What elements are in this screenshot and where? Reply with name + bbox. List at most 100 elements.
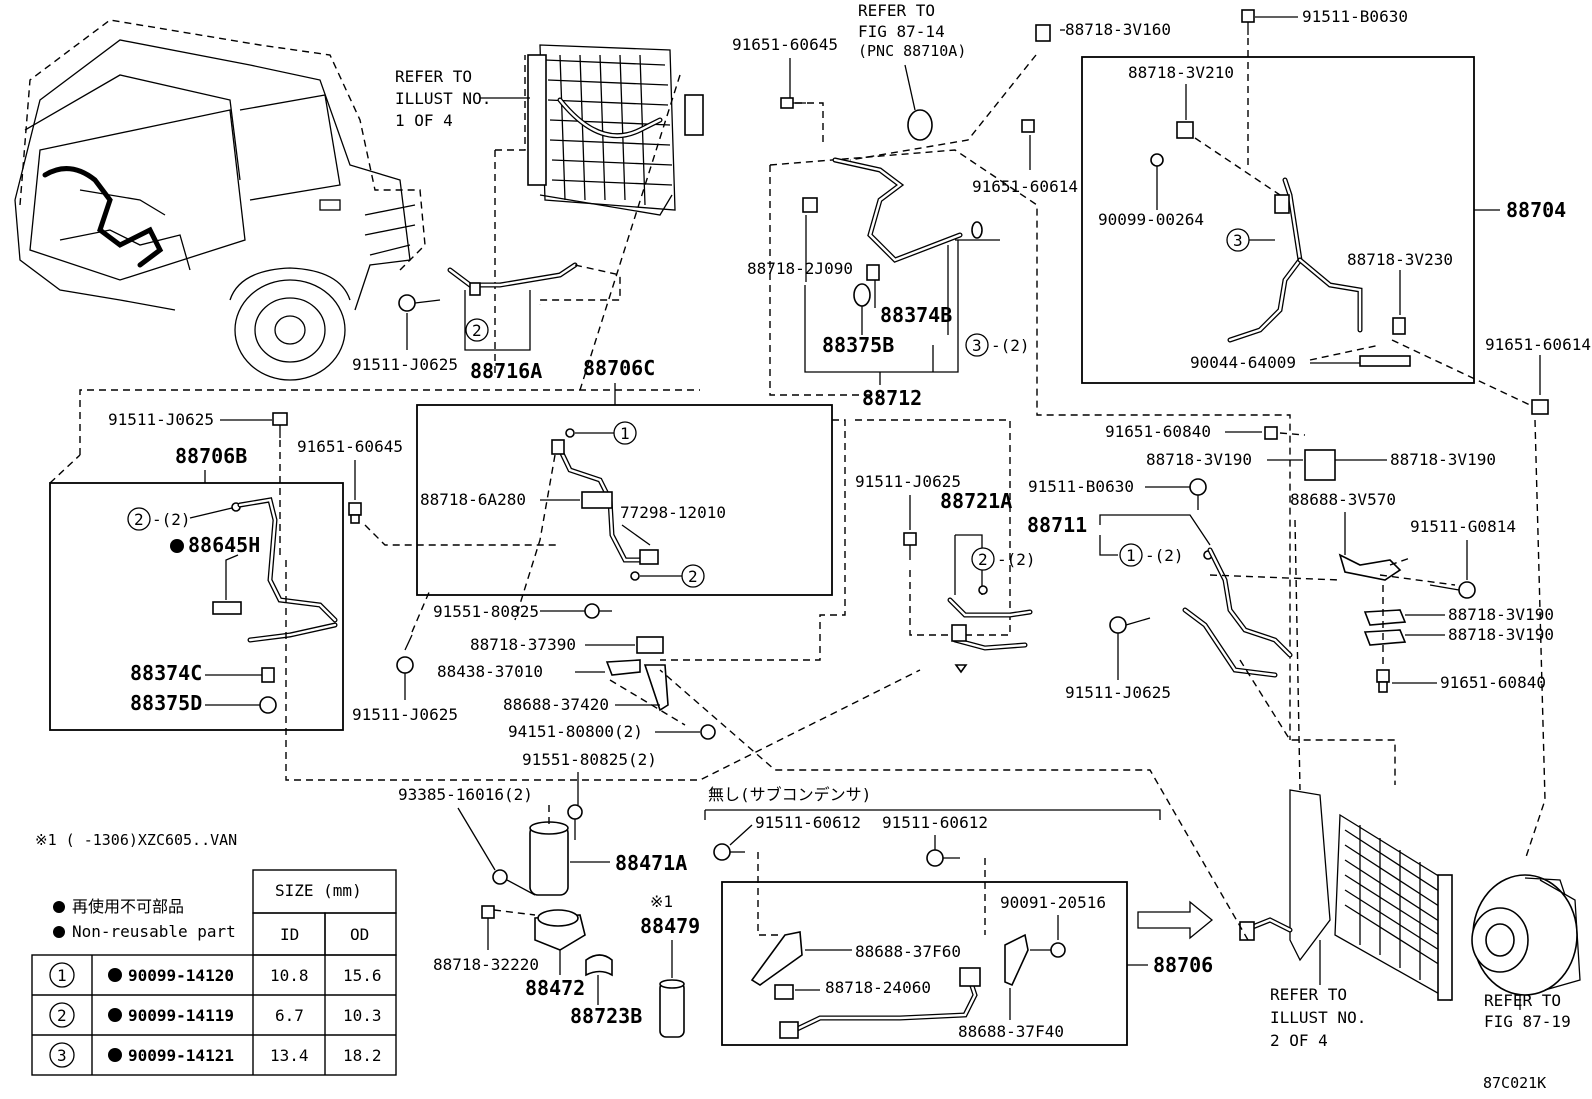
label-88718-2J090: 88718-2J090 xyxy=(747,259,853,278)
legend-row-2-ref: 2 xyxy=(57,1006,67,1025)
clamp-icon xyxy=(1176,121,1194,139)
label-88716A: 88716A xyxy=(470,359,542,383)
label-88688-3V570: 88688-3V570 xyxy=(1290,490,1396,509)
legend-row-1-part: 90099-14120 xyxy=(128,966,234,985)
note-1: ※1 ( -1306)XZC605..VAN xyxy=(35,831,237,849)
bracket-icon xyxy=(534,909,586,951)
bolt-icon xyxy=(272,412,288,438)
callout-3b: 3 xyxy=(972,336,982,355)
clamp-icon xyxy=(774,984,794,1000)
bolt-icon xyxy=(713,843,745,861)
condenser-assembly-illustration xyxy=(527,44,704,216)
legend-size-header: SIZE (mm) xyxy=(275,881,362,900)
label-88711: 88711 xyxy=(1027,513,1087,537)
bolt-icon xyxy=(1109,616,1151,634)
label-refer-fig-87-19-line2: FIG 87-19 xyxy=(1484,1012,1571,1031)
bolt-icon xyxy=(567,804,583,840)
label-91551-80825-2: 91551-80825(2) xyxy=(522,750,657,769)
callout-2c: 2 xyxy=(134,510,144,529)
label-88704: 88704 xyxy=(1506,198,1566,222)
label-88718-3V210: 88718-3V210 xyxy=(1128,63,1234,82)
label-refer-fig-87-19: REFER TO xyxy=(1484,991,1561,1010)
label-88718-3V190-d: 88718-3V190 xyxy=(1448,625,1554,644)
label-refer-fig-87-14-line2: FIG 87-14 xyxy=(858,22,945,41)
clamp-icon xyxy=(1035,24,1051,42)
label-91511-J0625-e: 91511-J0625 xyxy=(1065,683,1171,702)
bolt-icon xyxy=(396,634,414,674)
bolt-icon xyxy=(1241,9,1255,35)
legend-nonreusable-jp: 再使用不可部品 xyxy=(72,897,184,916)
legend-row-1-od: 15.6 xyxy=(343,966,382,985)
label-88718-3V230: 88718-3V230 xyxy=(1347,250,1453,269)
bolt-icon xyxy=(903,532,917,560)
label-91551-80825: 91551-80825 xyxy=(433,602,539,621)
label-88374B: 88374B xyxy=(880,303,952,327)
label-91511-J0625-c: 91511-J0625 xyxy=(855,472,961,491)
box-88706B xyxy=(49,482,344,731)
bracket-icon xyxy=(1004,933,1029,987)
legend-nonreusable-en: Non-reusable part xyxy=(72,922,236,941)
label-93385-16016: 93385-16016(2) xyxy=(398,785,533,804)
label-qty-2-d: -(2) xyxy=(1145,546,1184,565)
label-88718-3V190-b: 88718-3V190 xyxy=(1390,450,1496,469)
bolt-icon xyxy=(1189,478,1207,510)
label-88375D: 88375D xyxy=(130,691,202,715)
label-91511-B0630-top: 91511-B0630 xyxy=(1302,7,1408,26)
callout-2b: 2 xyxy=(688,567,698,586)
bolt-icon xyxy=(780,97,806,109)
label-91651-60645-b: 91651-60645 xyxy=(297,437,403,456)
label-refer-illust-2-line3: 2 OF 4 xyxy=(1270,1031,1328,1050)
label-88718-3V190-a: 88718-3V190 xyxy=(1146,450,1252,469)
label-refer-fig-87-14-line3: (PNC 88710A) xyxy=(858,42,966,60)
label-88374C: 88374C xyxy=(130,661,202,685)
legend-col-id: ID xyxy=(280,925,299,944)
label-91511-G0814: 91511-G0814 xyxy=(1410,517,1516,536)
label-91511-B0630-b: 91511-B0630 xyxy=(1028,477,1134,496)
sub-condenser-illustration xyxy=(1239,789,1453,1002)
label-88718-24060: 88718-24060 xyxy=(825,978,931,997)
receiver-drier-icon xyxy=(529,821,569,896)
clamp-icon xyxy=(1363,629,1407,646)
label-refer-illust-2-line2: ILLUST NO. xyxy=(1270,1008,1366,1027)
callout-2a: 2 xyxy=(472,321,482,340)
arrow-right-icon xyxy=(1137,900,1214,940)
bolt-icon xyxy=(348,502,362,524)
box-88706 xyxy=(721,881,1128,1046)
label-90091-20516: 90091-20516 xyxy=(1000,893,1106,912)
bolt-icon xyxy=(1021,119,1035,133)
note-ref-1: ※1 xyxy=(650,892,673,911)
bolt-icon xyxy=(1429,581,1476,599)
label-77298-12010: 77298-12010 xyxy=(620,503,726,522)
bolt-icon xyxy=(1264,426,1278,440)
bolt-icon xyxy=(584,603,612,619)
bolt-icon xyxy=(1150,153,1164,167)
label-88688-37F40: 88688-37F40 xyxy=(958,1022,1064,1041)
label-91511-60612-a: 91511-60612 xyxy=(755,813,861,832)
label-91511-60612-b: 91511-60612 xyxy=(882,813,988,832)
callout-3: 3 xyxy=(1233,231,1243,250)
can-icon xyxy=(659,979,685,1038)
label-nashi: 無し(サブコンデンサ) xyxy=(708,785,871,804)
label-qty-2-a: -(2) xyxy=(991,336,1030,355)
label-88438-37010: 88438-37010 xyxy=(437,662,543,681)
label-refer-illust-2: REFER TO xyxy=(1270,985,1347,1004)
label-88721A: 88721A xyxy=(940,489,1012,513)
bracket-icon xyxy=(750,931,803,986)
callout-2d: 2 xyxy=(978,550,988,569)
legend-row-3-id: 13.4 xyxy=(270,1046,309,1065)
clamp-icon xyxy=(1363,609,1407,626)
label-88645H: 88645H xyxy=(188,533,260,557)
legend-row-3-od: 18.2 xyxy=(343,1046,382,1065)
label-91651-60840-a: 91651-60840 xyxy=(1105,422,1211,441)
bolt-icon xyxy=(398,294,441,312)
label-88706: 88706 xyxy=(1153,953,1213,977)
label-88375B: 88375B xyxy=(822,333,894,357)
bolt-icon xyxy=(492,869,536,896)
label-88471A: 88471A xyxy=(615,851,687,875)
label-88718-6A280: 88718-6A280 xyxy=(420,490,526,509)
label-88688-37F60: 88688-37F60 xyxy=(855,942,961,961)
label-88723B: 88723B xyxy=(570,1004,642,1028)
legend-row-2-id: 6.7 xyxy=(275,1006,304,1025)
legend-row-3-ref: 3 xyxy=(57,1046,67,1065)
